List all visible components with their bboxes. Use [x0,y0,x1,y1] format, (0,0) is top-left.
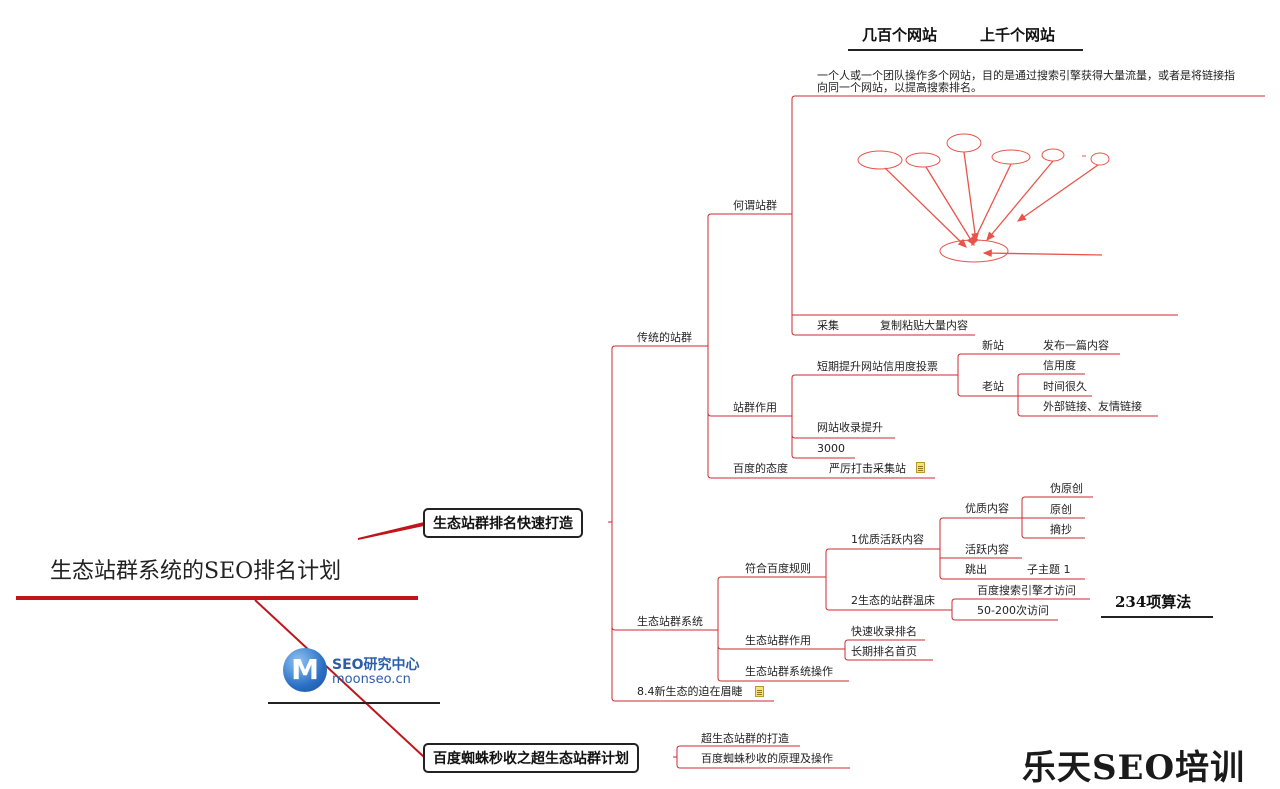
node-bounce[interactable]: 跳出 [965,563,987,576]
watermark: 乐天SEO培训 [1022,748,1246,788]
node-visits[interactable]: 50-200次访问 [977,604,1049,617]
node-original[interactable]: 原创 [1050,503,1072,516]
branch1-topic[interactable]: 生态站群排名快速打造 [423,508,583,538]
node-copy-paste[interactable]: 复制粘贴大量内容 [880,319,968,332]
node-old-site[interactable]: 老站 [982,380,1004,393]
node-eco-ops[interactable]: 生态站群系统操作 [745,665,833,678]
heading-algorithms: 234项算法 [1115,593,1192,611]
node-new-site[interactable]: 新站 [982,339,1004,352]
node-definition[interactable]: 一个人或一个团队操作多个网站，目的是通过搜索引擎获得大量流量，或者是将链接指 向… [817,70,1235,94]
root-to-branch1-connector [358,522,424,540]
definition-line-1: 一个人或一个团队操作多个网站，目的是通过搜索引擎获得大量流量，或者是将链接指 [817,69,1235,82]
sketch-arrows [884,151,1103,258]
node-quality-active[interactable]: 1优质活跃内容 [851,533,924,546]
node-crackdown[interactable]: 严厉打击采集站 [829,462,906,475]
root-to-branch2-connector [254,599,425,758]
note-icon[interactable] [916,462,925,473]
node-boost-credit[interactable]: 短期提升网站信用度投票 [817,360,938,373]
node-collect[interactable]: 采集 [817,319,839,332]
node-what-is[interactable]: 何谓站群 [733,199,777,212]
node-eco-role[interactable]: 生态站群作用 [745,634,811,647]
node-traditional[interactable]: 传统的站群 [637,331,692,344]
site-cluster-sketch [857,133,1110,263]
logo-domain: moonseo.cn [332,672,411,687]
node-long-top[interactable]: 长期排名首页 [851,645,917,658]
node-ext-links[interactable]: 外部链接、友情链接 [1043,400,1142,413]
node-quality-content[interactable]: 优质内容 [965,502,1009,515]
node-spider-principle[interactable]: 百度蜘蛛秒收的原理及操作 [701,752,833,765]
note-icon[interactable] [755,686,764,697]
node-baidu-rules[interactable]: 符合百度规则 [745,562,811,575]
node-excerpt[interactable]: 摘抄 [1050,523,1072,536]
node-publish-article[interactable]: 发布一篇内容 [1043,339,1109,352]
node-active-content[interactable]: 活跃内容 [965,543,1009,556]
definition-line-2: 向同一个网站，以提高搜索排名。 [817,81,982,94]
heading-hundreds-sites: 几百个网站 [862,26,938,44]
node-baidu-attitude[interactable]: 百度的态度 [733,462,788,475]
node-super-build[interactable]: 超生态站群的打造 [701,732,789,745]
node-urgent[interactable]: 8.4新生态的迫在眉睫 [637,685,743,698]
branch2-topic[interactable]: 百度蜘蛛秒收之超生态站群计划 [423,743,639,773]
logo-name: SEO研究中心 [332,657,420,673]
node-hotbed[interactable]: 2生态的站群温床 [851,594,935,607]
node-long-time[interactable]: 时间很久 [1043,380,1087,393]
moonseo-logo-icon: M [283,648,327,692]
node-fast-index[interactable]: 快速收录排名 [851,625,917,638]
node-credibility[interactable]: 信用度 [1043,359,1076,372]
heading-thousands-sites: 上千个网站 [980,26,1056,44]
node-baidu-visit[interactable]: 百度搜索引擎才访问 [977,584,1076,597]
node-indexing-boost[interactable]: 网站收录提升 [817,421,883,434]
root-topic[interactable]: 生态站群系统的SEO排名计划 [50,559,342,584]
node-pseudo-original[interactable]: 伪原创 [1050,482,1083,495]
node-role[interactable]: 站群作用 [733,401,777,414]
node-3000[interactable]: 3000 [817,442,845,455]
node-subtopic[interactable]: 子主题 1 [1027,563,1071,576]
node-eco-system[interactable]: 生态站群系统 [637,615,703,628]
